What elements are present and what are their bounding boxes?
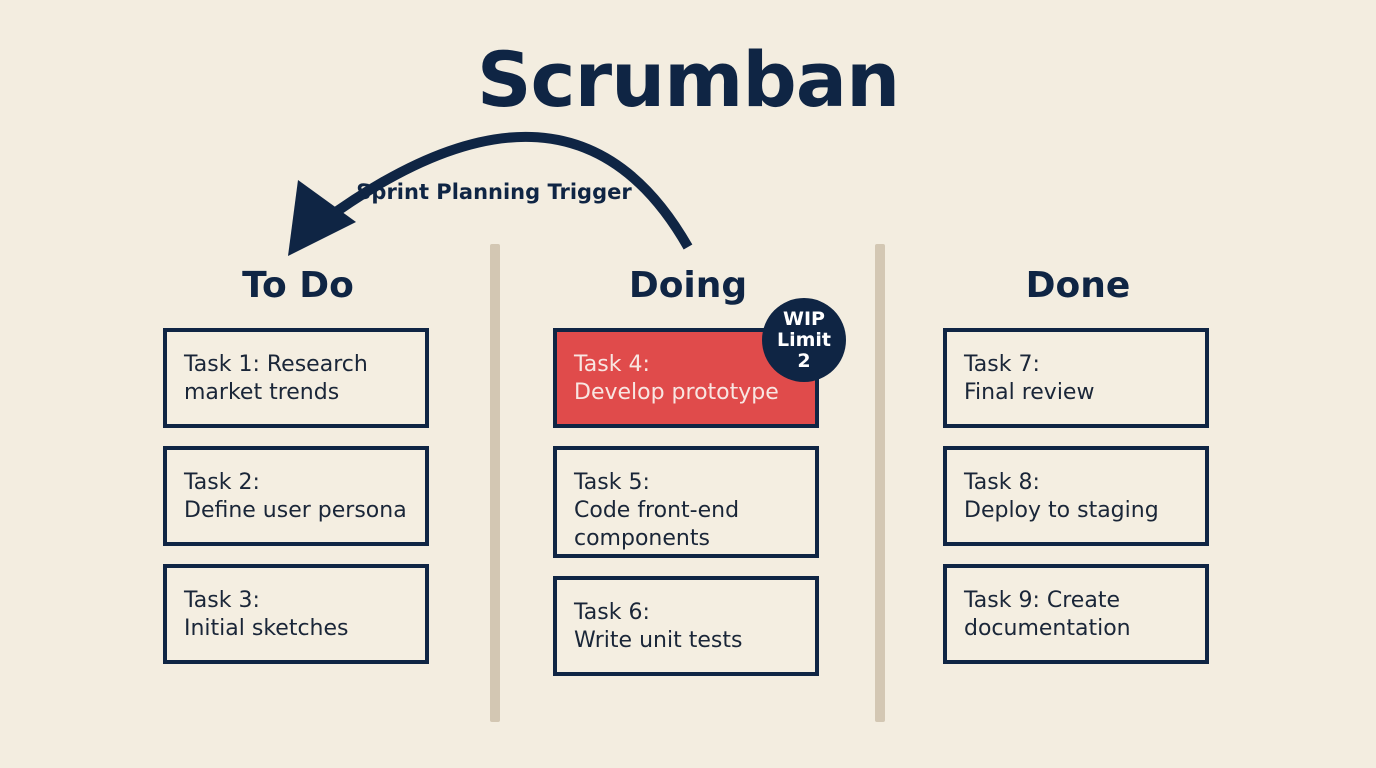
task-card-line: Task 9: Create	[964, 588, 1120, 613]
task-card[interactable]: Task 5: Code front-end components	[553, 446, 819, 558]
task-card-line: Task 5:	[574, 470, 650, 495]
task-card-line: market trends	[184, 380, 340, 405]
task-card-line: documentation	[964, 616, 1131, 641]
column-title-done: Done	[1025, 265, 1131, 306]
task-card-line: components	[574, 526, 710, 551]
task-card-line: Final review	[964, 380, 1095, 405]
task-card[interactable]: Task 2: Define user persona	[163, 446, 429, 546]
task-card-line: Initial sketches	[184, 616, 349, 641]
task-card[interactable]: Task 7: Final review	[943, 328, 1209, 428]
wip-badge-line: Limit	[776, 328, 831, 351]
task-card-line: Task 4:	[574, 352, 650, 377]
wip-badge-line: 2	[797, 349, 811, 372]
task-card-line: Task 2:	[184, 470, 260, 495]
task-card[interactable]: Task 9: Create documentation	[943, 564, 1209, 664]
task-card-line: Code front-end	[574, 498, 740, 523]
task-card-line: Task 7:	[964, 352, 1040, 377]
column-title-to-do: To Do	[242, 265, 354, 306]
task-card-line: Develop prototype	[574, 380, 779, 405]
task-card-line: Deploy to staging	[964, 498, 1159, 523]
task-card[interactable]: Task 3: Initial sketches	[163, 564, 429, 664]
column-divider-2	[875, 244, 885, 722]
task-card[interactable]: Task 6: Write unit tests	[553, 576, 819, 676]
sprint-planning-trigger-label: Sprint Planning Trigger	[356, 180, 632, 204]
wip-badge-line: WIP	[783, 307, 825, 330]
task-card-line: Task 1: Research	[184, 352, 368, 377]
column-divider-1	[490, 244, 500, 722]
task-card-line: Task 6:	[574, 600, 650, 625]
task-card-line: Task 3:	[184, 588, 260, 613]
task-card-line: Write unit tests	[574, 628, 743, 653]
wip-limit-badge: WIP Limit 2	[762, 298, 846, 382]
column-title-doing: Doing	[628, 265, 748, 306]
diagram-title: Scrumban	[476, 35, 900, 124]
task-card-line: Task 8:	[964, 470, 1040, 495]
task-card[interactable]: Task 8: Deploy to staging	[943, 446, 1209, 546]
task-card-line: Define user persona	[184, 498, 407, 523]
task-card[interactable]: Task 1: Research market trends	[163, 328, 429, 428]
